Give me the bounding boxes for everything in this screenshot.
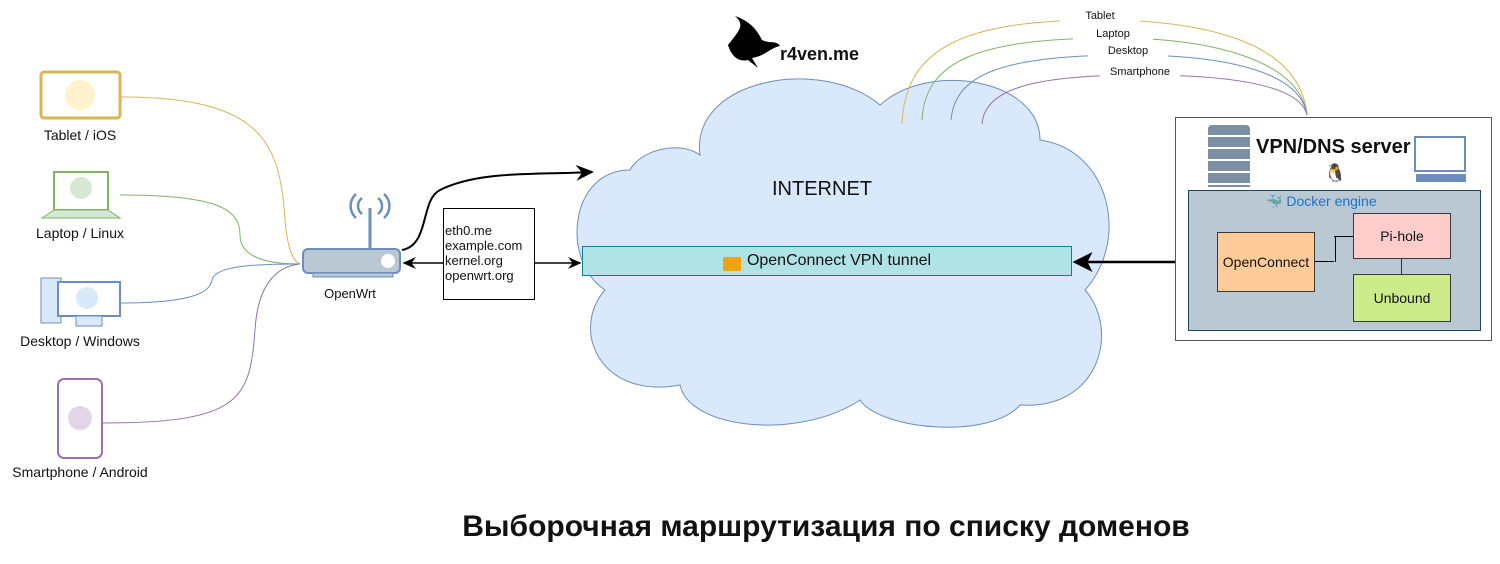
device-label-desktop: Desktop / Windows — [20, 333, 140, 349]
unbound-node: Unbound — [1353, 274, 1451, 322]
link-pihole-unbound — [1401, 259, 1402, 274]
logo-text: r4ven.me — [780, 44, 860, 64]
raven-logo-icon — [728, 16, 780, 68]
top-link-label: Smartphone — [1100, 66, 1180, 78]
monitor-lock-icon — [1414, 136, 1466, 172]
diagram-caption: Выборочная маршрутизация по списку домен… — [462, 510, 1190, 543]
domain-item: kernel.org — [445, 253, 503, 268]
tunnel-label: OpenConnect VPN tunnel — [746, 252, 932, 269]
domain-item: openwrt.org — [445, 268, 514, 283]
smartphone-icon — [57, 378, 103, 459]
cloud-label: INTERNET — [772, 178, 872, 200]
router-icon — [302, 193, 401, 278]
link-router-internet — [401, 164, 594, 251]
pihole-node: Pi-hole — [1353, 213, 1451, 259]
server-box: VPN/DNS server 🐧 🐳 Docker engine OpenCon… — [1175, 117, 1492, 341]
domain-list: eth0.me example.com kernel.org openwrt.o… — [443, 208, 535, 300]
linux-icon: 🐧 — [1324, 163, 1347, 183]
device-label-tablet: Tablet / iOS — [43, 127, 117, 143]
laptop-icon — [40, 171, 122, 219]
server-title: VPN/DNS server — [1256, 136, 1411, 158]
docker-label: 🐳 Docker engine — [1265, 193, 1377, 210]
link-desktop — [119, 263, 301, 304]
router-label: OpenWrt — [324, 286, 376, 301]
device-label-laptop: Laptop / Linux — [36, 225, 124, 241]
device-label-smartphone: Smartphone / Android — [12, 464, 148, 480]
monitor-stand-icon — [1416, 174, 1466, 182]
link-laptop — [119, 194, 301, 265]
domain-item: example.com — [445, 238, 523, 253]
openconnect-node: OpenConnect — [1217, 232, 1315, 292]
top-link-label: Tablet — [1060, 10, 1140, 22]
docker-box: 🐳 Docker engine OpenConnect Pi-hole Unbo… — [1188, 190, 1481, 331]
link-openconnect-pihole — [1315, 236, 1353, 262]
server-rack-icon — [1208, 125, 1250, 187]
top-link-label: Desktop — [1088, 45, 1168, 57]
tablet-icon — [39, 70, 122, 120]
desktop-icon — [40, 277, 121, 327]
link-smartphone — [101, 263, 301, 424]
top-link-label: Laptop — [1073, 28, 1153, 40]
docker-whale-icon: 🐳 — [1265, 193, 1283, 209]
link-openconnect-pihole-vertical — [1335, 236, 1336, 262]
link-tablet — [119, 96, 301, 265]
lock-icon — [722, 257, 741, 271]
domain-item: eth0.me — [445, 223, 492, 238]
vpn-tunnel: OpenConnect VPN tunnel — [582, 246, 1072, 276]
docker-label-text: Docker engine — [1286, 193, 1377, 209]
